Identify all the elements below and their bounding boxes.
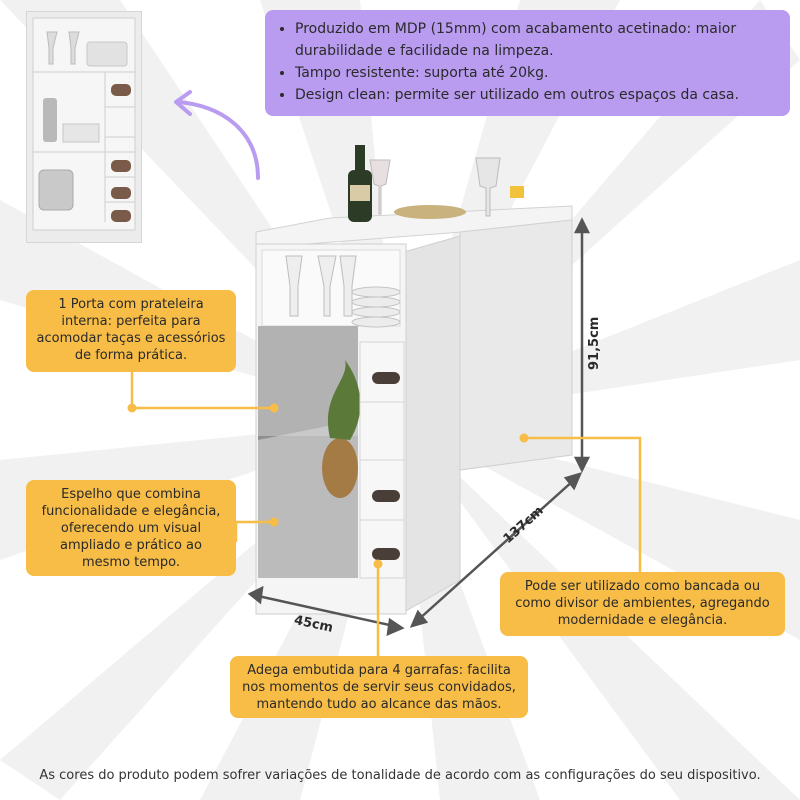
callout-counter-divider: Pode ser utilizado como bancada ou como … — [500, 572, 785, 636]
thumbnail-rear-view — [26, 11, 142, 243]
callout-mirror: Espelho que combina funcionalidade e ele… — [26, 480, 236, 576]
feature-item: Design clean: permite ser utilizado em o… — [295, 84, 780, 106]
feature-item: Tampo resistente: suporta até 20kg. — [295, 62, 780, 84]
features-list: Produzido em MDP (15mm) com acabamento a… — [277, 18, 780, 106]
rear-shelves-illustration — [32, 17, 136, 231]
callout-wine-rack: Adega embutida para 4 garrafas: facilita… — [230, 656, 528, 718]
feature-item: Produzido em MDP (15mm) com acabamento a… — [295, 18, 780, 62]
color-disclaimer: As cores do produto podem sofrer variaçõ… — [39, 768, 761, 783]
features-box: Produzido em MDP (15mm) com acabamento a… — [265, 10, 790, 116]
callout-door-shelf: 1 Porta com prateleira interna: perfeita… — [26, 290, 236, 372]
